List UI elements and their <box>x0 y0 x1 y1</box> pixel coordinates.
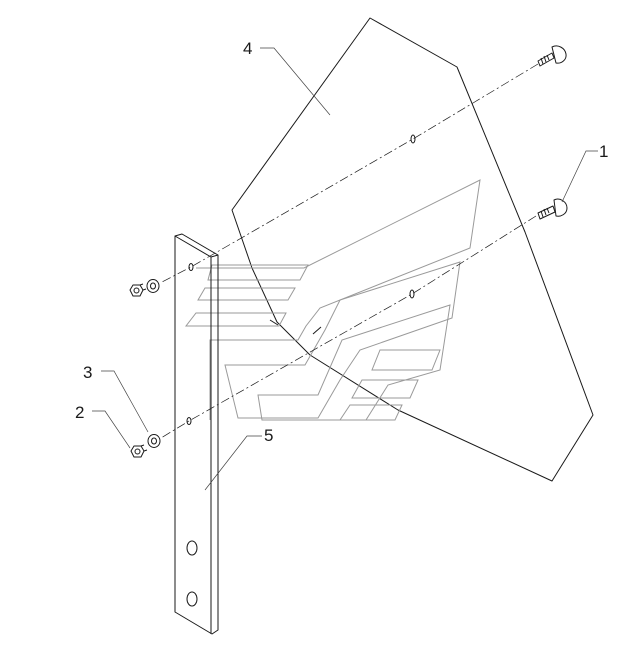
callout-5-label: 5 <box>264 426 273 445</box>
mounting-bar <box>174 233 219 635</box>
callout-1-label: 1 <box>599 142 608 161</box>
callout-4-label: 4 <box>243 39 252 58</box>
washer-lower <box>147 434 161 448</box>
assembly-axes <box>159 63 539 439</box>
leader-lines <box>92 47 598 491</box>
callout-2-label: 2 <box>75 403 84 422</box>
nut-upper <box>129 283 147 297</box>
flap-emblem <box>184 179 481 421</box>
washer-upper <box>146 279 160 293</box>
bolt-upper <box>537 45 567 67</box>
nut-lower <box>130 444 148 458</box>
callout-3-label: 3 <box>83 363 92 382</box>
bolt-lower <box>537 198 568 220</box>
mud-flap-panel <box>231 17 594 482</box>
